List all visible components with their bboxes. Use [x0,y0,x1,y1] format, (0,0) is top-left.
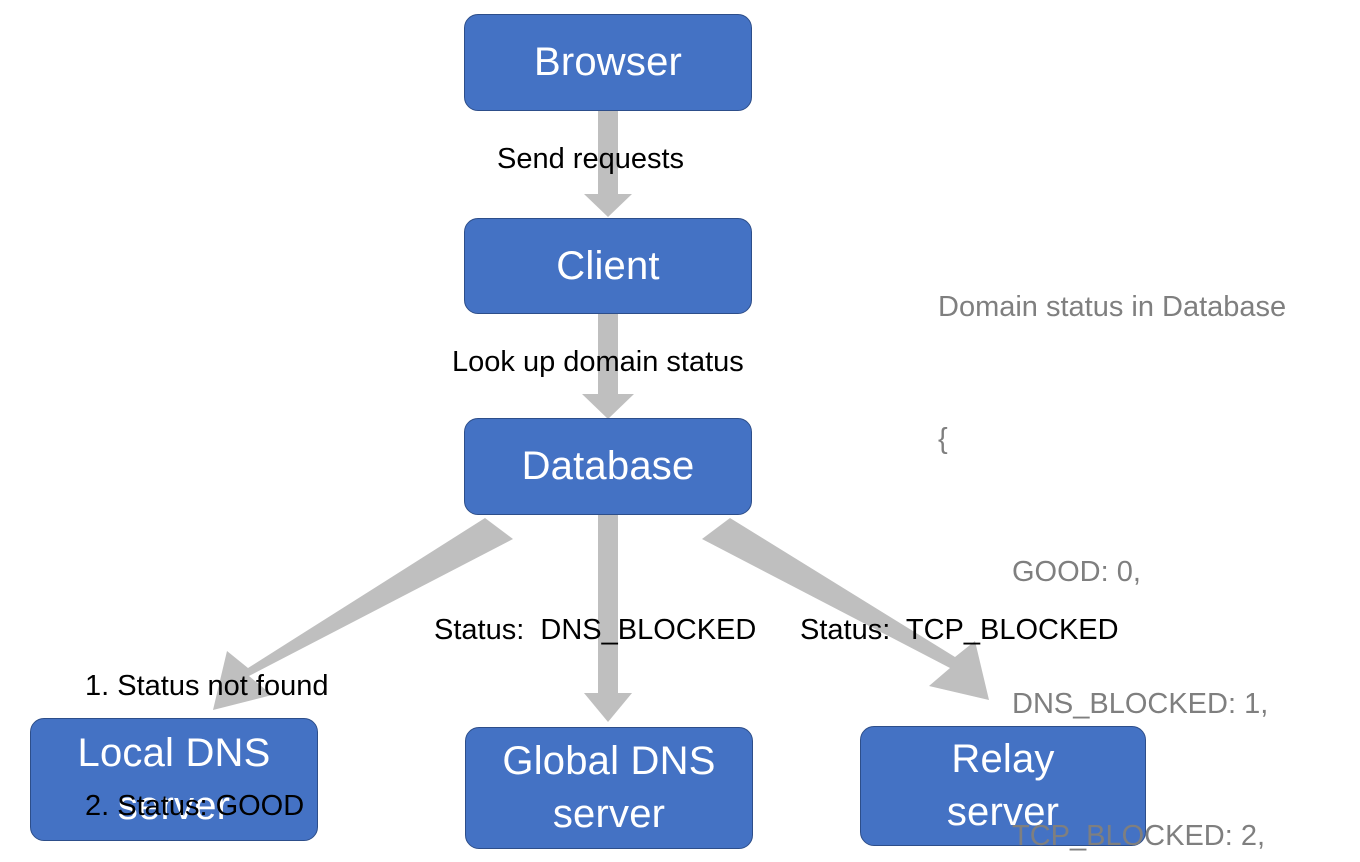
edge-label-look-up-domain-status: Look up domain status [452,346,744,378]
edge-label-local-dns-condition-1: 1. Status not found [85,670,329,703]
node-local-dns-server[interactable]: Local DNS server [30,718,318,841]
node-database-label: Database [521,444,695,489]
node-relay-label-line2: server [946,790,1060,834]
node-client-label: Client [556,243,660,288]
arrow-client-to-database [582,313,634,419]
node-database[interactable]: Database [464,418,752,515]
node-browser-label: Browser [533,40,683,85]
node-browser[interactable]: Browser [464,14,752,111]
node-global-dns-label-line2: server [552,792,666,836]
edge-label-local-dns-condition-2: 2. Status: GOOD [85,789,305,822]
node-global-dns-server[interactable]: Global DNS server [465,727,753,849]
legend-heading: Domain status in Database [938,291,1287,324]
legend-domain-status: Domain status in Database { GOOD: 0, DNS… [938,197,1286,862]
arrow-database-to-local-dns [213,518,513,710]
node-local-dns-label-line2: server [117,783,231,828]
legend-entry-good: GOOD: 0, [1012,555,1141,588]
node-global-dns-label-line1: Global DNS [502,739,716,784]
arrow-browser-to-client [584,110,632,217]
edge-label-send-requests: Send requests [497,143,685,175]
edge-label-status-dns-blocked: Status: DNS_BLOCKED [434,614,757,646]
arrow-database-to-relay [702,518,989,700]
node-relay-label-line1: Relay [951,737,1055,782]
legend-open-brace: { [938,423,948,456]
node-local-dns-label-line1: Local DNS [77,730,271,775]
node-client[interactable]: Client [464,218,752,314]
edge-label-status-tcp-blocked: Status: TCP_BLOCKED [800,614,1119,646]
arrow-database-to-global-dns [584,515,632,722]
edge-label-local-dns-conditions: 1. Status not found 2. Status: GOOD [85,588,328,862]
legend-entry-tcp-blocked: TCP_BLOCKED: 2, [1012,820,1266,853]
legend-entry-dns-blocked: DNS_BLOCKED: 1, [1012,687,1269,720]
node-relay-server[interactable]: Relay server [860,726,1146,846]
